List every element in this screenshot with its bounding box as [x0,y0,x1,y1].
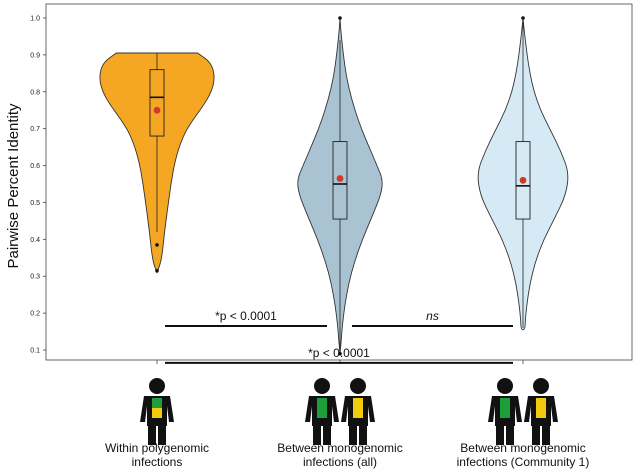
y-tick-label: 0.9 [30,52,40,59]
plot-frame [45,3,633,361]
mean-point [336,175,344,182]
person-icon [305,378,339,445]
outlier-point [155,268,159,273]
person-head [314,378,330,394]
person-leg [323,425,331,445]
violin-series [99,16,569,356]
infection-square-bottom [152,408,162,418]
mean-point [519,176,527,184]
infection-square-bottom [536,408,546,418]
significance-label: *p < 0.0001 [308,346,370,360]
y-tick-label: 0.8 [30,89,40,96]
person-head [533,378,549,394]
y-tick-label: 0.5 [30,200,40,207]
outlier-point [338,16,342,20]
category-label-line: Between monogenomic [277,441,402,455]
violin-group [297,16,383,356]
person-leg [349,425,357,445]
person-icons [140,378,558,445]
category-label-line: Between monogenomic [460,441,585,455]
person-icon [140,378,174,445]
y-tick-label: 0.7 [30,126,40,133]
significance-label: ns [426,309,439,323]
outlier-point [338,351,342,356]
y-tick-label: 0.6 [30,163,40,170]
infection-square-top [353,398,363,408]
person-leg [532,425,540,445]
category-label-line: infections [132,455,183,469]
person-head [350,378,366,394]
outlier-point [155,243,159,247]
person-head [497,378,513,394]
person-leg [148,425,156,445]
category-label-line: Within polygenomic [105,441,209,455]
person-icon [341,378,375,445]
infection-square-top [317,398,327,408]
y-tick-label: 0.3 [30,274,40,281]
person-leg [496,425,504,445]
significance-label: *p < 0.0001 [215,309,277,323]
y-axis-title: Pairwise Percent Identity [5,103,22,269]
infection-square-bottom [353,408,363,418]
person-head [149,378,165,394]
infection-square-top [500,398,510,408]
y-tick-label: 0.1 [30,348,40,355]
person-leg [313,425,321,445]
significance-bars: *p < 0.0001 ns *p < 0.0001 [165,309,513,364]
person-leg [542,425,550,445]
plot-area [45,3,633,361]
category-label-line: infections (Community 1) [457,455,590,469]
iqr-box [149,69,165,137]
infection-square-bottom [500,408,510,418]
infection-square-top [536,398,546,408]
category-label-line: infections (all) [303,455,377,469]
person-leg [359,425,367,445]
person-leg [158,425,166,445]
y-tick-label: 0.4 [30,237,40,244]
mean-point [153,106,161,114]
infection-square-top [152,398,162,408]
y-axis-ticks: 0.1 0.2 0.3 0.4 0.5 0.6 0.7 0.8 0.9 1.0 [30,16,524,364]
person-icon [488,378,522,445]
violin-group [99,52,215,274]
y-tick-label: 1.0 [30,16,40,23]
person-icon [524,378,558,445]
y-tick-label: 0.2 [30,311,40,318]
outlier-point [521,16,525,20]
person-leg [506,425,514,445]
violin-group [477,16,569,331]
infection-square-bottom [317,408,327,418]
